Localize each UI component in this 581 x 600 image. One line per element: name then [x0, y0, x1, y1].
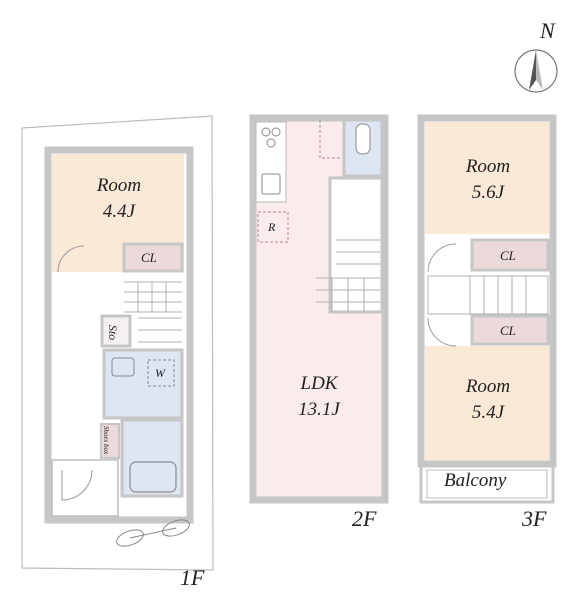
washer-label: W [155, 366, 165, 380]
compass-icon [514, 49, 558, 93]
shoes-box-area [100, 423, 120, 459]
room-1f-name: Room [96, 175, 142, 196]
washroom-1f-area [102, 348, 184, 420]
bath-1f-area [120, 418, 184, 498]
balcony-label: Balcony [444, 470, 507, 491]
closet-3f-lower-label: CL [500, 323, 516, 338]
shoes-box-label: Shoes box [102, 425, 111, 455]
north-label: N [540, 18, 555, 43]
fridge-label: R [268, 220, 276, 234]
room-1f-size: 4.4J [102, 201, 136, 222]
floor3-plan [417, 114, 557, 504]
room-3f-lower-size: 5.4J [471, 402, 505, 423]
closet-1f-area [122, 242, 184, 273]
storage-label: Sto [106, 324, 121, 341]
ldk-size: 13.1J [298, 399, 340, 420]
room-3f-upper-name: Room [465, 156, 511, 177]
balcony-area [419, 464, 555, 504]
room-3f-lower-name: Room [465, 376, 511, 397]
floor1-plan [44, 146, 194, 547]
closet-3f-upper-area [470, 238, 550, 272]
closet-3f-lower-area [470, 314, 550, 346]
room-3f-upper-size: 5.6J [471, 182, 505, 203]
bicycle-icon [116, 519, 190, 547]
closet-3f-upper-label: CL [500, 248, 516, 263]
floor2-label: 2F [352, 506, 377, 531]
floor3-label: 3F [522, 506, 547, 531]
ldk-name: LDK [300, 373, 338, 394]
room-3f-lower-area [425, 346, 549, 460]
floor2-plan [249, 114, 389, 504]
storage-1f-area [100, 314, 132, 348]
closet-1f-label: CL [141, 250, 157, 265]
room-3f-upper-area [425, 122, 549, 234]
floor1-label: 1F [180, 565, 205, 590]
